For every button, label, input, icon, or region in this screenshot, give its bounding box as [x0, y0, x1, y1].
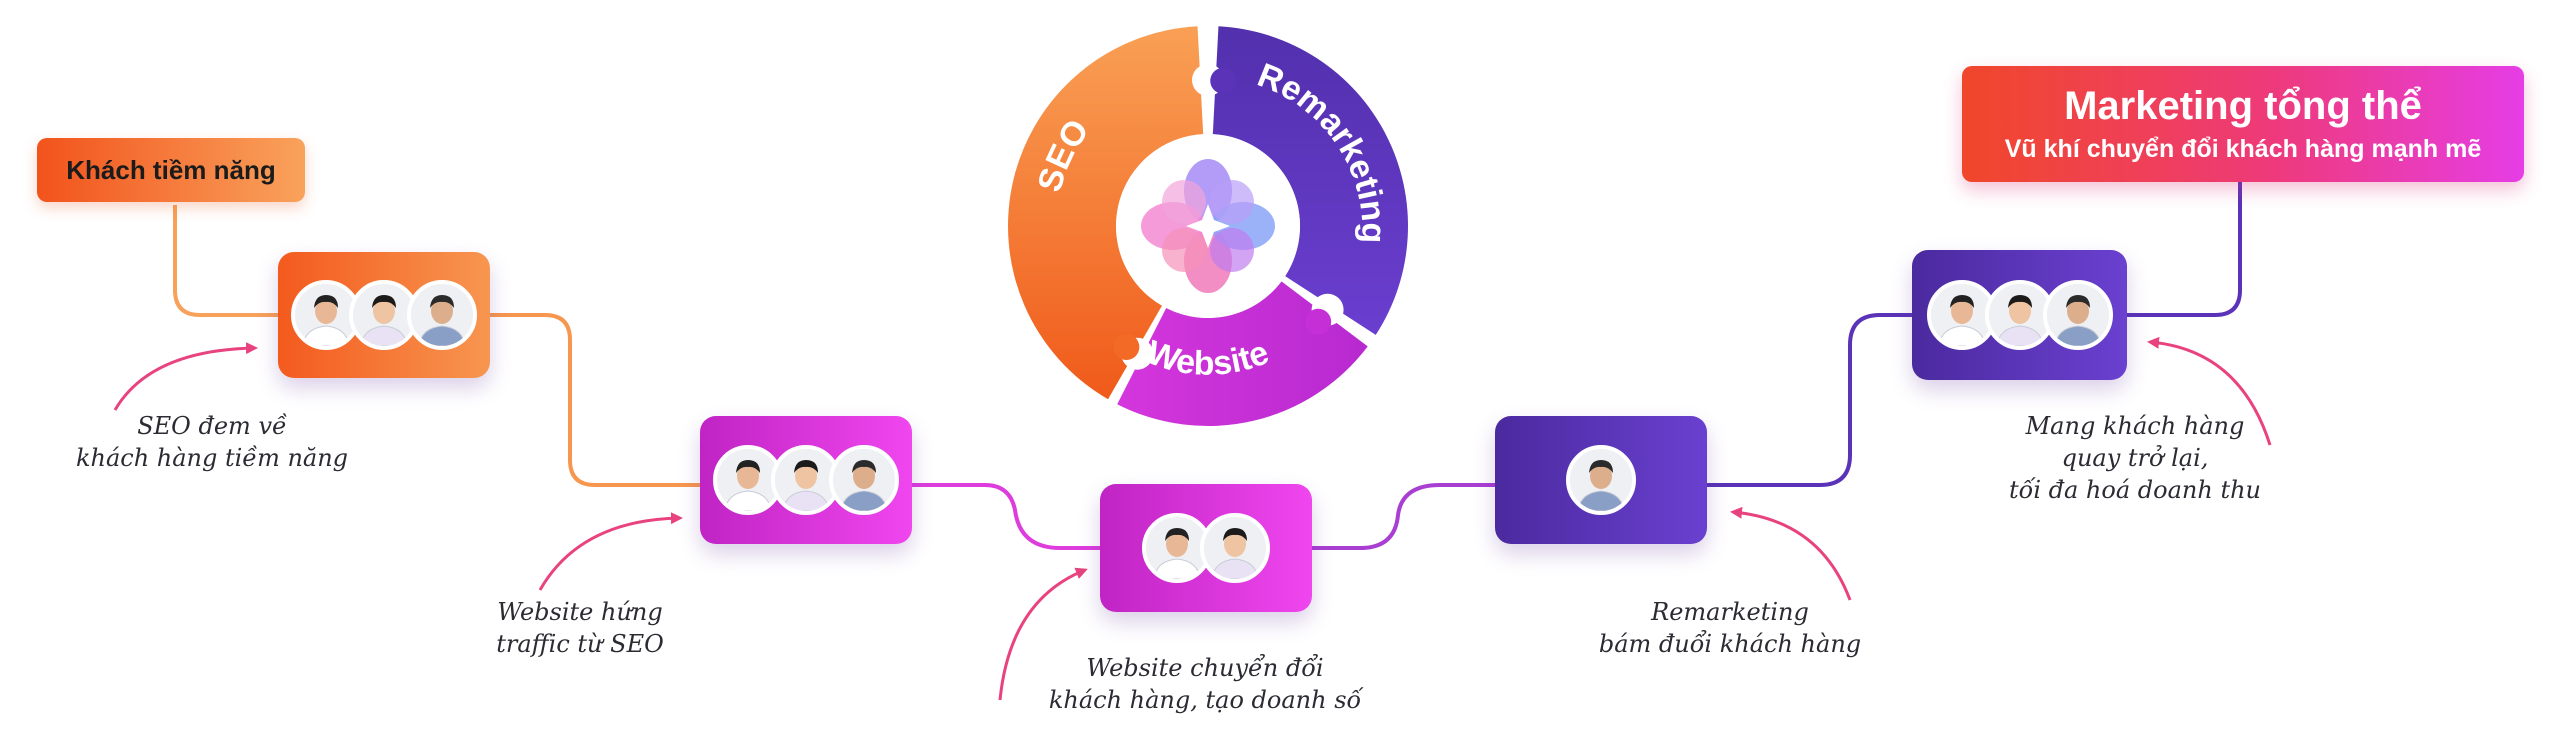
- arrow-website-convert: [998, 567, 1088, 701]
- avatar-group: [1566, 445, 1636, 515]
- card-website-convert: [1100, 484, 1312, 612]
- avatar: [1566, 445, 1636, 515]
- person-icon: [411, 284, 473, 346]
- sparkle-flower-icon: [1141, 159, 1275, 293]
- connector-website-to-convert: [912, 483, 1100, 550]
- person-icon: [1204, 517, 1266, 579]
- arrow-website-traffic: [538, 512, 683, 591]
- person-icon: [717, 449, 779, 511]
- wheel-segment-website: [1117, 281, 1368, 426]
- arrow-return: [2147, 336, 2272, 446]
- card-remarketing: [1495, 416, 1707, 544]
- person-icon: [1930, 284, 1993, 346]
- avatar: [713, 445, 783, 515]
- caption-line: khách hàng tiềm năng: [75, 444, 349, 472]
- avatar: [2042, 280, 2113, 350]
- wheel-segments: [1008, 26, 1408, 426]
- person-icon: [1570, 449, 1632, 511]
- lead-tag-label: Khách tiềm năng: [66, 154, 276, 185]
- card-return: [1912, 250, 2127, 380]
- title-box: Marketing tổng thể Vũ khí chuyển đổi khá…: [1962, 66, 2524, 182]
- arrow-remarketing: [1730, 506, 1852, 601]
- lead-tag: Khách tiềm năng: [37, 138, 305, 202]
- wheel-segment-seo: [1008, 26, 1204, 400]
- title-main: Marketing tổng thể: [2064, 84, 2422, 128]
- caption-line: tối đa hoá doanh thu: [2009, 476, 2261, 504]
- connector-remarketing-to-return: [1707, 313, 1912, 487]
- avatar: [1200, 513, 1270, 583]
- caption-line: Mang khách hàng: [2025, 412, 2245, 440]
- caption-line: khách hàng, tạo doanh số: [1048, 686, 1362, 714]
- avatar-group: [1142, 513, 1270, 583]
- caption-website-convert: Website chuyển đổi khách hàng, tạo doanh…: [1020, 652, 1390, 716]
- puzzle-tab: [1113, 334, 1140, 361]
- connector-return-to-title: [2127, 182, 2242, 317]
- card-seo: [278, 252, 490, 378]
- caption-return: Mang khách hàng quay trở lại, tối đa hoá…: [1990, 410, 2280, 506]
- person-icon: [295, 284, 357, 346]
- caption-line: traffic từ SEO: [496, 630, 664, 658]
- person-icon: [1146, 517, 1208, 579]
- caption-remarketing: Remarketing bám đuổi khách hàng: [1580, 596, 1880, 660]
- avatar-group: [291, 280, 477, 350]
- connector-seo-to-website: [490, 313, 700, 487]
- puzzle-tab: [1305, 308, 1332, 335]
- person-icon: [353, 284, 415, 346]
- person-icon: [833, 449, 895, 511]
- caption-seo: SEO đem về khách hàng tiềm năng: [62, 410, 362, 474]
- avatar-group: [713, 445, 899, 515]
- caption-line: bám đuổi khách hàng: [1598, 630, 1862, 658]
- caption-line: Website hứng: [497, 598, 663, 626]
- connector-tag-to-seo: [173, 205, 278, 317]
- title-subtitle: Vũ khí chuyển đổi khách hàng mạnh mẽ: [2004, 135, 2482, 163]
- caption-line: quay trở lại,: [2061, 444, 2209, 472]
- person-icon: [2046, 284, 2109, 346]
- card-website-traffic: [700, 416, 912, 544]
- puzzle-tab: [1210, 67, 1237, 94]
- person-icon: [1988, 284, 2051, 346]
- caption-line: Remarketing: [1651, 598, 1809, 626]
- avatar: [407, 280, 477, 350]
- wheel-segment-remarketing: [1212, 26, 1408, 335]
- arrow-seo: [113, 342, 258, 411]
- avatar: [829, 445, 899, 515]
- person-icon: [775, 449, 837, 511]
- avatar-group: [1926, 280, 2113, 350]
- caption-line: SEO đem về: [137, 412, 287, 440]
- connector-convert-to-remarketing: [1312, 483, 1495, 550]
- caption-website-traffic: Website hứng traffic từ SEO: [460, 596, 700, 660]
- caption-line: Website chuyển đổi: [1086, 654, 1324, 682]
